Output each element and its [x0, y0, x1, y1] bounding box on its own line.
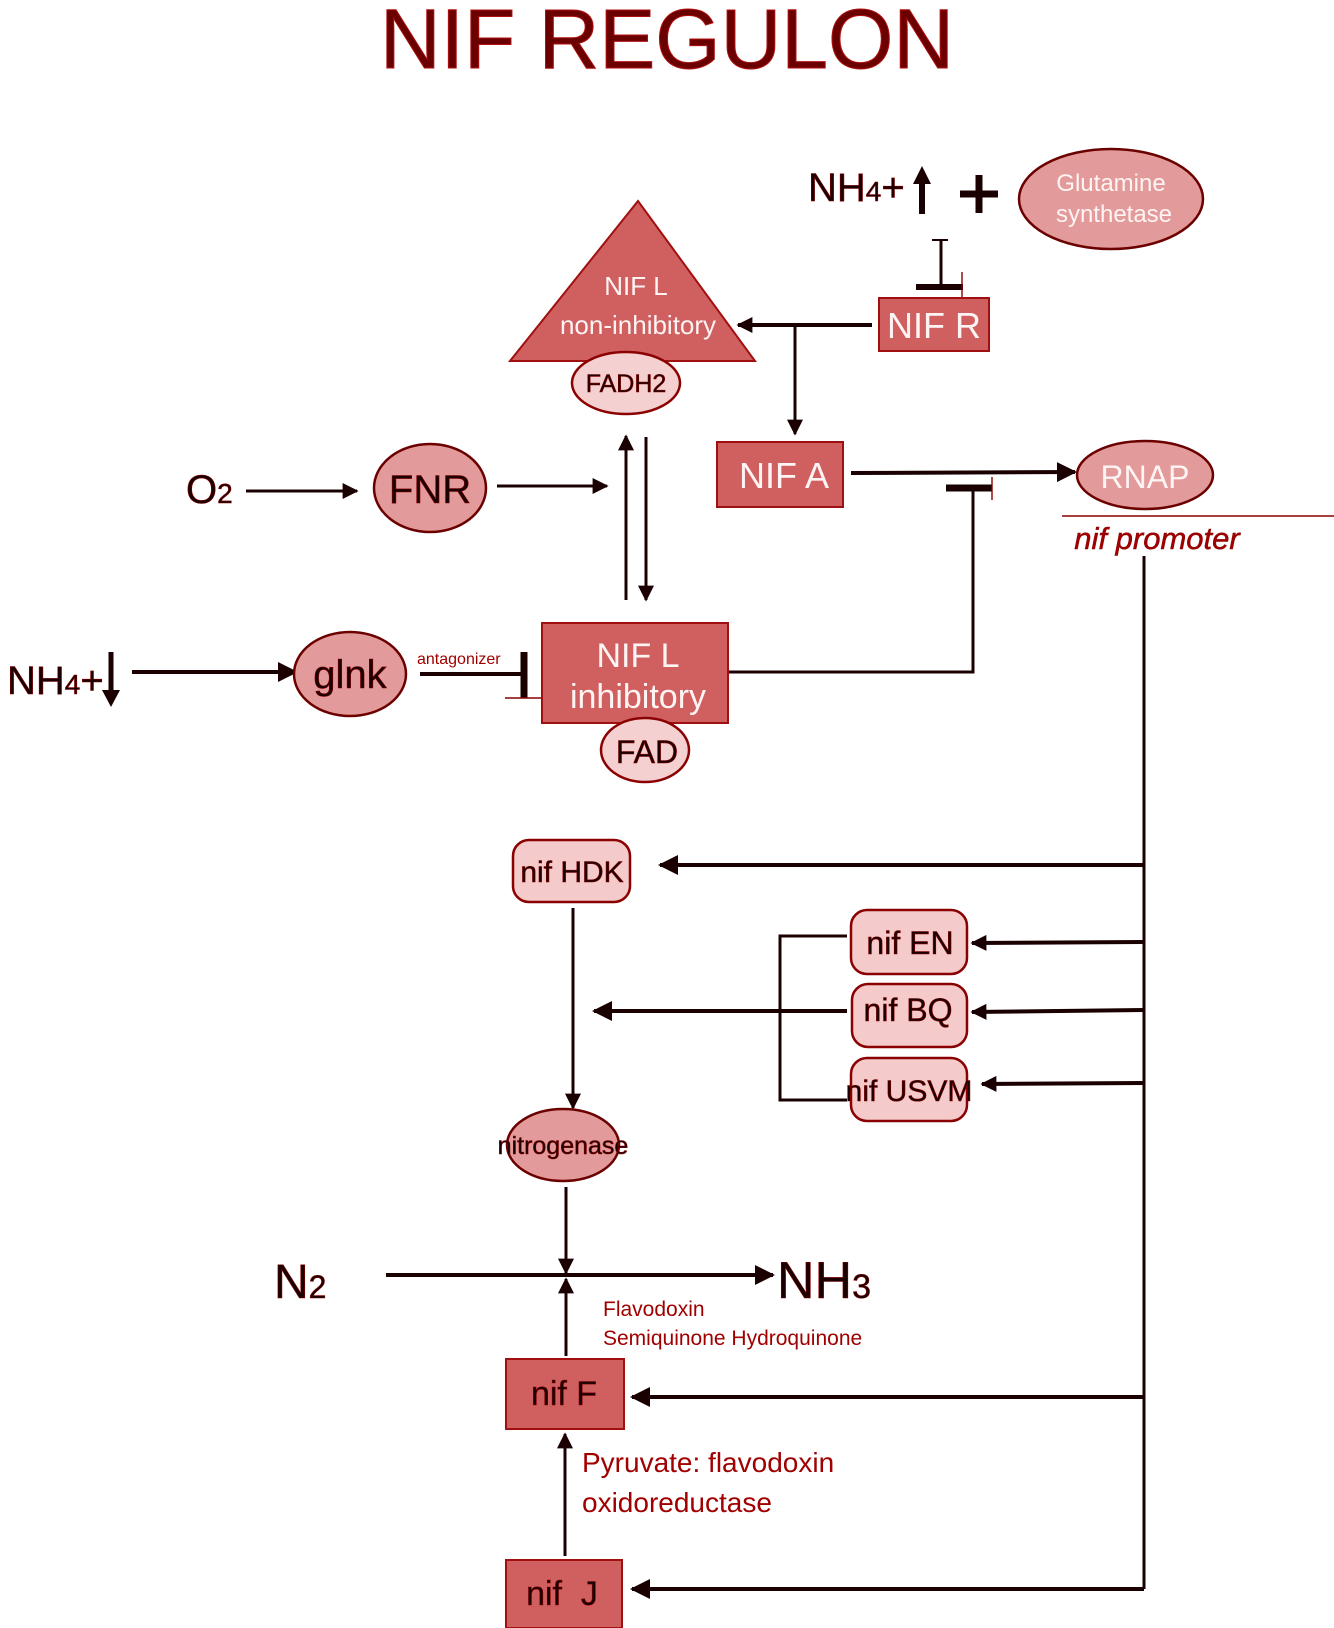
- nifbq-node[interactable]: nif BQ: [850, 982, 969, 1049]
- svg-text:glnk: glnk: [313, 653, 387, 697]
- nifen-node[interactable]: nif EN: [849, 908, 969, 976]
- nif-promoter-label: nif promoter: [1074, 521, 1241, 556]
- edge-nifa-to-rnap: [850, 462, 1077, 483]
- fad-node[interactable]: FAD: [599, 716, 691, 784]
- arrow-up-icon: [913, 166, 931, 214]
- svg-text:nif HDK: nif HDK: [520, 856, 623, 889]
- svg-text:FNR: FNR: [389, 468, 471, 512]
- nifhdk-node[interactable]: nif HDK: [511, 838, 632, 904]
- niff-node[interactable]: nif F: [505, 1358, 625, 1430]
- svg-text:FAD: FAD: [616, 734, 678, 770]
- svg-text:Glutamine: Glutamine: [1056, 170, 1165, 197]
- nifa-node[interactable]: NIF A: [716, 441, 844, 508]
- nh4-high-signal: NH4+: [808, 166, 998, 214]
- svg-text:synthetase: synthetase: [1056, 201, 1172, 228]
- inhibition-nh4-to-nifr: [916, 239, 963, 298]
- nifl-noninhibitory-node[interactable]: NIF L non-inhibitory: [507, 199, 757, 362]
- svg-text:RNAP: RNAP: [1101, 459, 1190, 495]
- edge-promoter-to-nifbq: [970, 1003, 1145, 1020]
- bracket-en-usvm: [778, 934, 847, 1102]
- svg-text:non-inhibitory: non-inhibitory: [560, 310, 716, 340]
- diagram-title: NIF REGULON: [380, 0, 954, 86]
- plus-icon: [960, 175, 998, 213]
- glutamine-synthetase-node[interactable]: Glutamine synthetase: [1017, 147, 1205, 251]
- pyruvate-label: Pyruvate: flavodoxin: [582, 1447, 834, 1478]
- flavodoxin-label: Flavodoxin: [603, 1298, 705, 1321]
- svg-text:inhibitory: inhibitory: [570, 678, 706, 716]
- svg-text:NIF L: NIF L: [604, 271, 668, 301]
- arrow-down-icon: [102, 652, 120, 707]
- nh3-label: NH3: [777, 1252, 871, 1310]
- svg-text:FADH2: FADH2: [586, 370, 667, 398]
- nh4-low-signal: NH4+: [7, 652, 120, 707]
- nh4-low-label: NH4+: [7, 659, 104, 703]
- fnr-node[interactable]: FNR: [372, 442, 488, 534]
- rnap-node[interactable]: RNAP: [1075, 439, 1215, 511]
- oxidoreductase-label: oxidoreductase: [582, 1487, 772, 1518]
- glnk-node[interactable]: glnk: [292, 630, 408, 718]
- nh4-high-label: NH4+: [808, 166, 905, 210]
- nifusvm-node[interactable]: nif USVM: [845, 1056, 973, 1123]
- nifl-inhibitory-node[interactable]: NIF L inhibitory: [541, 622, 729, 724]
- nitrogenase-node[interactable]: nitrogenase: [497, 1107, 629, 1183]
- n2-label: N2: [274, 1256, 326, 1309]
- edge-promoter-to-nifen: [970, 934, 1145, 951]
- svg-text:NIF R: NIF R: [887, 305, 981, 346]
- edge-promoter-to-nifusvm: [980, 1075, 1145, 1092]
- antagonizer-label: antagonizer: [417, 651, 501, 668]
- svg-text:nif J: nif J: [526, 1575, 598, 1613]
- svg-text:nif BQ: nif BQ: [864, 992, 953, 1028]
- svg-text:nitrogenase: nitrogenase: [498, 1132, 629, 1160]
- svg-text:NIF A: NIF A: [739, 455, 829, 496]
- semiquinone-label: Semiquinone Hydroquinone: [603, 1327, 862, 1350]
- svg-text:nif USVM: nif USVM: [846, 1075, 973, 1108]
- inhibition-nifl-to-nifa: [728, 477, 993, 674]
- svg-text:nif F: nif F: [531, 1375, 597, 1413]
- fadh2-node[interactable]: FADH2: [570, 350, 682, 416]
- svg-text:NIF L: NIF L: [596, 637, 679, 675]
- o2-label: O2: [186, 468, 233, 512]
- nifr-node[interactable]: NIF R: [878, 297, 990, 352]
- nifj-node[interactable]: nif J: [505, 1559, 623, 1628]
- svg-text:nif EN: nif EN: [866, 925, 953, 961]
- inhibition-glnk-to-nifl: [420, 652, 542, 699]
